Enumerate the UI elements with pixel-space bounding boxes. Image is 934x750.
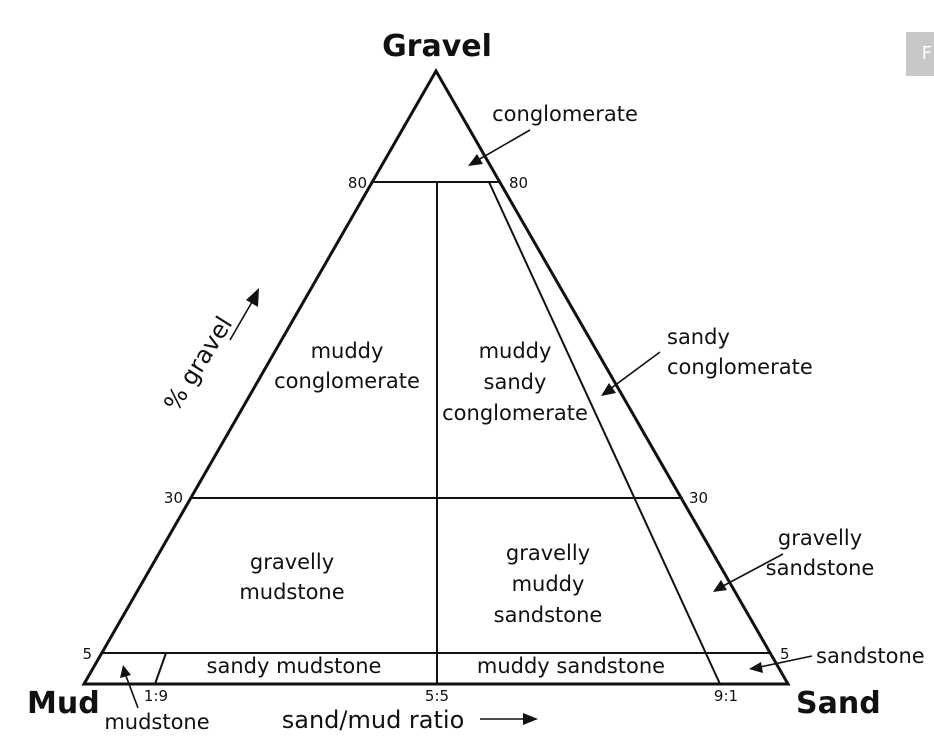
arrowhead-icon — [468, 154, 483, 166]
arrowhead-icon — [749, 662, 763, 673]
arrow-up-right-icon — [246, 288, 259, 307]
triangle-outline — [81, 67, 791, 686]
leader-arrow-sandstone — [759, 655, 813, 668]
gravel-tick-left-80: 80 — [348, 174, 367, 192]
arrowhead-icon — [601, 383, 616, 396]
region-conglomerate: conglomerate — [492, 102, 638, 126]
region-gravelly-muddy-sandstone: gravelly muddy sandstone — [494, 541, 603, 627]
region-label-line: gravelly — [778, 526, 862, 550]
region-muddy-conglomerate: muddy conglomerate — [274, 339, 420, 393]
ratio-tick-9-1: 9:1 — [714, 687, 738, 705]
leader-arrow-sandy-conglomerate — [609, 351, 661, 390]
region-muddy-sandstone: muddy sandstone — [477, 654, 665, 678]
gravel-tick-right-80: 80 — [509, 174, 528, 192]
vertex-label-gravel: Gravel — [382, 29, 492, 64]
arrowhead-icon — [713, 580, 727, 592]
ratio-axis-title: sand/mud ratio — [282, 706, 465, 734]
leader-arrow-conglomerate — [477, 129, 531, 161]
ratio-tick-labels: 1:9 5:5 9:1 — [144, 687, 738, 705]
region-gravelly-sandstone: gravelly sandstone — [766, 526, 875, 580]
vertex-label-mud: Mud — [27, 686, 100, 721]
region-muddy-sandy-conglomerate: muddy sandy conglomerate — [442, 339, 588, 425]
region-label-line: gravelly — [250, 550, 334, 574]
region-label-line: muddy — [512, 572, 585, 596]
gravel-axis-title: % gravel — [158, 311, 238, 416]
region-label-line: muddy — [311, 339, 384, 363]
vertex-label-sand: Sand — [796, 686, 881, 721]
region-label-line: muddy — [479, 339, 552, 363]
region-gravelly-mudstone: gravelly mudstone — [239, 550, 344, 604]
region-label-line: sandstone — [766, 556, 875, 580]
gravel-tick-left-5: 5 — [82, 645, 92, 663]
class-boundaries — [103, 181, 769, 685]
region-label-line: gravelly — [506, 541, 590, 565]
corner-tab[interactable]: F — [906, 32, 934, 76]
boundary-ratio-1-9 — [154, 652, 167, 685]
region-label-line: conglomerate — [442, 401, 588, 425]
leader-arrow-gravelly-sandstone — [722, 553, 784, 587]
region-sandstone: sandstone — [816, 644, 925, 668]
region-label-line: conglomerate — [274, 369, 420, 393]
gravel-axis-title-group: % gravel — [158, 311, 238, 416]
gravel-tick-right-30: 30 — [689, 489, 708, 507]
region-label-line: sandy — [484, 370, 547, 394]
boundary-ratio-9-1 — [488, 181, 721, 685]
region-label-line: sandstone — [494, 603, 603, 627]
leader-arrows — [120, 129, 813, 709]
arrowhead-icon — [120, 665, 131, 678]
region-label-line: conglomerate — [667, 355, 813, 379]
leader-arrow-mudstone — [125, 675, 139, 709]
ratio-tick-5-5: 5:5 — [425, 687, 449, 705]
region-label-line: mudstone — [239, 580, 344, 604]
region-label-line: sandy — [667, 325, 730, 349]
region-sandy-conglomerate: sandy conglomerate — [667, 325, 813, 379]
gravel-tick-left-30: 30 — [164, 489, 183, 507]
gravel-tick-labels: 80 30 5 80 30 5 — [82, 174, 789, 663]
gravel-tick-right-5: 5 — [780, 645, 790, 663]
gravel-axis-arrow — [229, 301, 253, 341]
region-mudstone: mudstone — [104, 710, 209, 734]
ratio-tick-1-9: 1:9 — [144, 687, 168, 705]
region-sandy-mudstone: sandy mudstone — [207, 654, 382, 678]
arrow-right-icon — [523, 713, 538, 725]
